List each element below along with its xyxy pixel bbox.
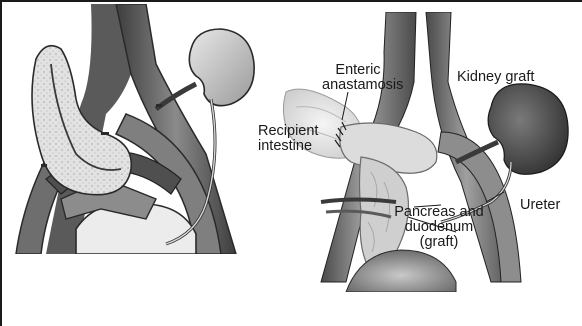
frame-left-border [0,0,2,326]
recipient-label-line2: intestine [258,139,318,154]
enteric-anastamosis-label: Enteric anastamosis [322,63,394,93]
left-illustration-svg [6,4,266,254]
frame-top-border [0,0,582,2]
kidney-graft-label-text: Kidney graft [457,69,534,85]
enteric-label-line1: Enteric [322,63,394,78]
pancreas-label-line1: Pancreas and [388,205,490,220]
kidney-graft-right [488,84,568,174]
left-surgical-illustration [6,4,266,254]
bladder-right [346,250,456,292]
recipient-intestine-label: Recipient intestine [258,124,318,154]
ureter-label-text: Ureter [520,197,560,213]
pancreas-label-line3: (graft) [388,235,490,250]
pancreas-label-line2: duodenum [388,220,490,235]
kidney-left-illustration [189,29,254,106]
pancreas-duodenum-label: Pancreas and duodenum (graft) [388,205,490,250]
recipient-label-line1: Recipient [258,124,318,139]
kidney-graft-label: Kidney graft [457,70,534,85]
ureter-label: Ureter [520,198,560,213]
enteric-label-line2: anastamosis [322,78,394,93]
